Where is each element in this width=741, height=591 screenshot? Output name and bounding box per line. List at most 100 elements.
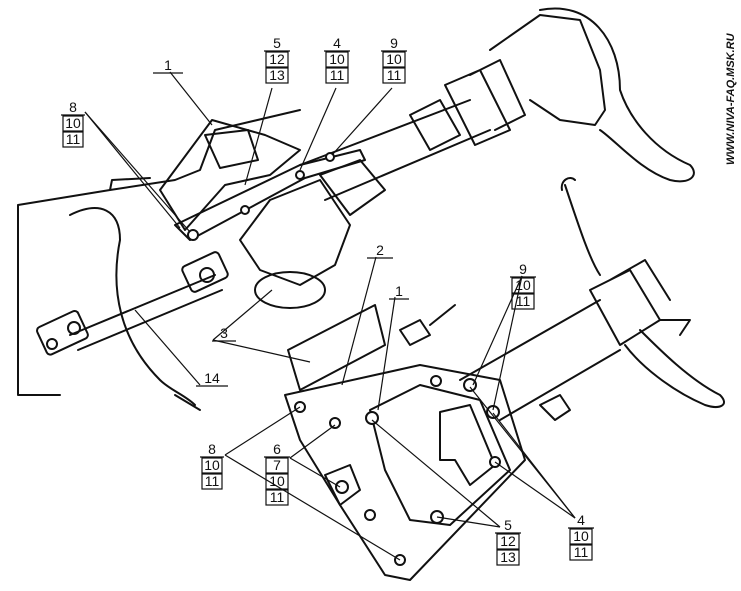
callout-number: 1 — [395, 283, 403, 299]
callout-ref-number: 10 — [573, 528, 589, 544]
callout-number: 8 — [208, 441, 216, 457]
bracket-cutout — [204, 129, 259, 169]
callout-box — [569, 544, 593, 561]
callout-ref-number: 12 — [269, 51, 285, 67]
lower-bracket-plate — [284, 364, 526, 581]
body-panel-outline — [17, 109, 301, 396]
upper-wheel-spoke — [489, 14, 606, 126]
ujoint-bolt — [199, 267, 215, 283]
ujoint-nut-lower — [46, 338, 58, 350]
lower-stalk-tip — [659, 319, 691, 336]
upper-stalk-lever — [69, 207, 196, 406]
callout-box — [265, 51, 289, 68]
bolt-icon — [463, 378, 477, 392]
callout-labels: 1512134101191011810112314191011810116710… — [61, 35, 594, 566]
callout-box — [569, 528, 593, 545]
callout-box — [265, 457, 289, 474]
callout-box — [325, 67, 349, 84]
callout-box — [265, 67, 289, 84]
watermark-text: WWW.NIVA-FAQ.MSK.RU — [725, 32, 737, 165]
callout-number: 9 — [390, 35, 398, 51]
callout-ref-number: 10 — [329, 51, 345, 67]
lower-assembly — [284, 177, 725, 581]
callout-ref-number: 7 — [273, 457, 281, 473]
bolt-icon — [295, 170, 305, 180]
callout-number: 5 — [273, 35, 281, 51]
intermediate-shaft — [69, 274, 223, 351]
upper-steering-hub — [444, 59, 526, 146]
bolt-icon — [365, 411, 379, 425]
callout-number: 14 — [204, 370, 220, 386]
lock-ring — [254, 271, 326, 309]
callout-box — [201, 457, 223, 474]
upper-universal-joint — [181, 251, 229, 293]
lower-lock-clip — [324, 464, 361, 506]
wiring-connector — [399, 304, 456, 346]
callout-box — [496, 533, 520, 550]
callout-box — [511, 293, 535, 310]
bolt-icon — [486, 405, 500, 419]
callout: 14 — [196, 370, 228, 387]
upper-wheel-rim — [539, 7, 695, 183]
lower-inner-cover — [369, 384, 511, 526]
bolt-icon — [364, 509, 376, 521]
callout-box — [62, 131, 84, 148]
callout-box — [382, 67, 406, 84]
callout-number: 2 — [376, 242, 384, 258]
lock-clamp — [319, 159, 386, 216]
callout-ref-number: 13 — [269, 67, 285, 83]
callout-number: 6 — [273, 441, 281, 457]
callout: 3 — [212, 325, 236, 342]
lower-column-tube — [459, 299, 621, 421]
callout-ref-number: 11 — [205, 473, 220, 489]
callout-ref-number: 10 — [269, 473, 285, 489]
bolt-icon — [430, 375, 442, 387]
callout-box — [265, 489, 289, 506]
bolt-icon — [187, 229, 199, 241]
callout-box — [265, 473, 289, 490]
lower-universal-joint — [36, 310, 89, 356]
callout-box — [382, 51, 406, 68]
cover-cutout — [439, 404, 496, 486]
callout-number: 4 — [333, 35, 341, 51]
callout-ref-number: 12 — [500, 533, 516, 549]
callout-ref-number: 11 — [270, 489, 285, 505]
lower-wheel-rim — [624, 329, 725, 408]
ujoint-bolt-lower — [67, 321, 81, 335]
callout: 2 — [367, 242, 393, 259]
upper-mounting-bracket — [159, 119, 301, 231]
leader-lines — [84, 71, 576, 561]
callout-number: 8 — [69, 99, 77, 115]
callout-ref-number: 11 — [387, 67, 402, 83]
callout-box — [511, 277, 535, 294]
callout-ref-number: 11 — [330, 67, 345, 83]
callout-number: 4 — [577, 512, 585, 528]
callout-number: 3 — [220, 325, 228, 341]
callout: 1 — [389, 283, 409, 300]
lever-tip — [174, 394, 201, 411]
callout: 1 — [153, 57, 183, 74]
callout-number: 1 — [164, 57, 172, 73]
callout-ref-number: 10 — [386, 51, 402, 67]
bolt-icon — [240, 205, 250, 215]
ignition-lock-housing — [239, 179, 351, 286]
upper-assembly — [17, 7, 695, 411]
bolt-icon — [335, 480, 349, 494]
lower-wheel-spoke — [560, 177, 601, 276]
lower-ignition-knob — [539, 394, 571, 421]
callout-ref-number: 11 — [516, 293, 531, 309]
callout-number: 9 — [519, 261, 527, 277]
callout-ref-number: 10 — [204, 457, 220, 473]
lower-steering-hub — [589, 259, 671, 346]
